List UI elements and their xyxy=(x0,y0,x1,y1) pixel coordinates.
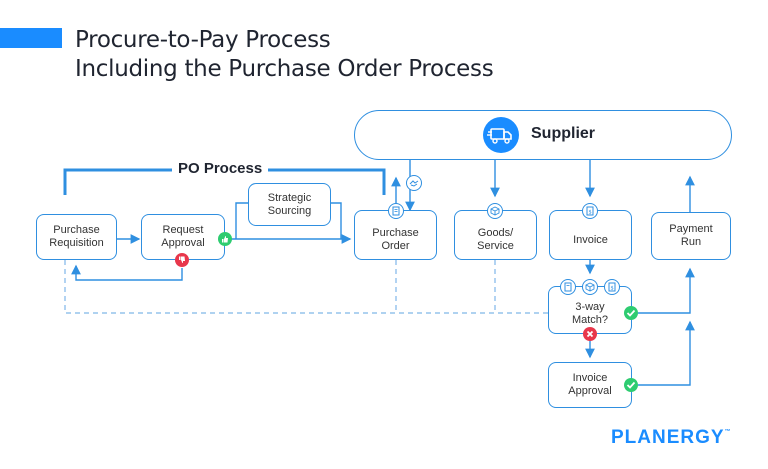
document-icon xyxy=(560,279,576,295)
svg-text:$: $ xyxy=(611,286,614,292)
node-label: Payment xyxy=(669,223,713,235)
box-icon xyxy=(582,279,598,295)
node-label: Request xyxy=(162,224,204,236)
node-payment-run: Payment Run xyxy=(651,212,731,260)
title-line-1: Procure-to-Pay Process xyxy=(75,27,331,53)
node-label: Run xyxy=(680,236,702,248)
check-icon xyxy=(624,378,638,392)
node-label: 3-way xyxy=(575,301,605,313)
node-request-approval: Request Approval xyxy=(141,214,225,260)
node-label: Requisition xyxy=(49,237,104,249)
node-invoice: Invoice xyxy=(549,210,632,260)
handshake-icon xyxy=(406,175,422,191)
node-label: Order xyxy=(381,240,410,252)
invoice-icon: $ xyxy=(582,203,598,219)
node-label: Approval xyxy=(568,385,612,397)
node-invoice-approval: Invoice Approval xyxy=(548,362,632,408)
title-line-2: Including the Purchase Order Process xyxy=(75,56,494,82)
check-icon xyxy=(624,306,638,320)
node-label: Sourcing xyxy=(267,204,312,217)
document-icon xyxy=(388,203,404,219)
po-process-label: PO Process xyxy=(172,160,269,177)
accent-bar xyxy=(0,28,62,48)
node-label: Invoice xyxy=(572,372,608,384)
invoice-icon: $ xyxy=(604,279,620,295)
supplier-label: Supplier xyxy=(531,125,596,142)
thumbs-down-icon xyxy=(175,253,189,267)
svg-text:$: $ xyxy=(589,210,592,216)
node-strategic-sourcing: Strategic Sourcing xyxy=(248,183,331,226)
supplier-node xyxy=(354,110,732,160)
node-label: Approval xyxy=(161,237,205,249)
brand-trademark: ™ xyxy=(724,429,731,435)
node-purchase-requisition: Purchase Requisition xyxy=(36,214,117,260)
cross-icon xyxy=(583,327,597,341)
node-label: Strategic xyxy=(267,191,312,204)
node-label: Invoice xyxy=(573,233,608,246)
brand-name: PLANERGY xyxy=(611,427,725,448)
page-title: Procure-to-Pay Process Including the Pur… xyxy=(75,26,494,84)
truck-icon xyxy=(483,117,519,153)
brand-logo: PLANERGY™ xyxy=(611,427,731,449)
box-icon xyxy=(487,203,503,219)
thumbs-up-icon xyxy=(218,232,232,246)
node-label: Purchase xyxy=(53,224,100,236)
node-label: Service xyxy=(477,240,514,252)
node-label: Goods/ xyxy=(477,227,514,239)
node-label: Match? xyxy=(571,314,609,326)
node-label: Purchase xyxy=(372,227,419,239)
